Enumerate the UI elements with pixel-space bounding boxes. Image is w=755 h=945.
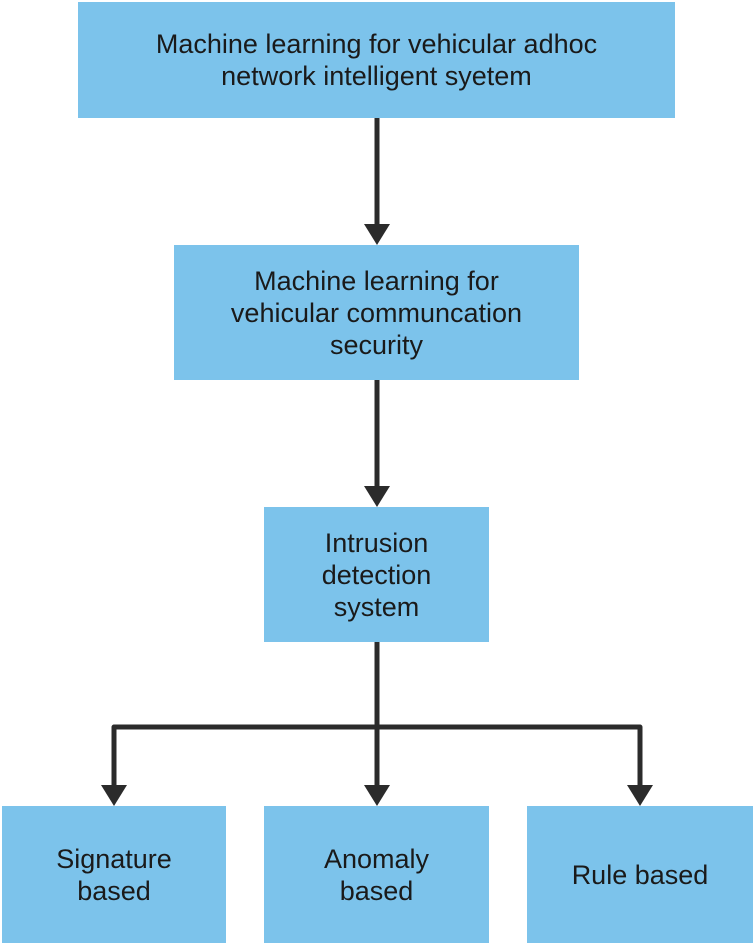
node-signature-based-label: Signature based — [56, 843, 172, 906]
node-rule-based-label: Rule based — [571, 859, 709, 890]
arrowhead-rule — [627, 785, 653, 806]
arrowhead-security — [364, 224, 390, 245]
node-intrusion-detection-system: Intrusion detection system — [264, 507, 489, 642]
node-ml-vanet-system: Machine learning for vehicular adhoc net… — [78, 2, 675, 118]
node-anomaly-based: Anomaly based — [264, 806, 489, 943]
arrowhead-anomaly — [364, 785, 390, 806]
node-ml-communication-security-label: Machine learning for vehicular communcat… — [230, 265, 523, 360]
node-ml-vanet-system-label: Machine learning for vehicular adhoc net… — [155, 29, 598, 91]
arrowhead-ids — [364, 486, 390, 507]
node-intrusion-detection-system-label: Intrusion detection system — [321, 527, 432, 622]
edge-branch-bar — [111, 724, 643, 789]
node-anomaly-based-label: Anomaly based — [323, 843, 430, 906]
node-ml-communication-security: Machine learning for vehicular communcat… — [174, 245, 579, 380]
node-signature-based: Signature based — [2, 806, 226, 943]
arrowhead-signature — [101, 785, 127, 806]
node-rule-based: Rule based — [527, 806, 753, 943]
